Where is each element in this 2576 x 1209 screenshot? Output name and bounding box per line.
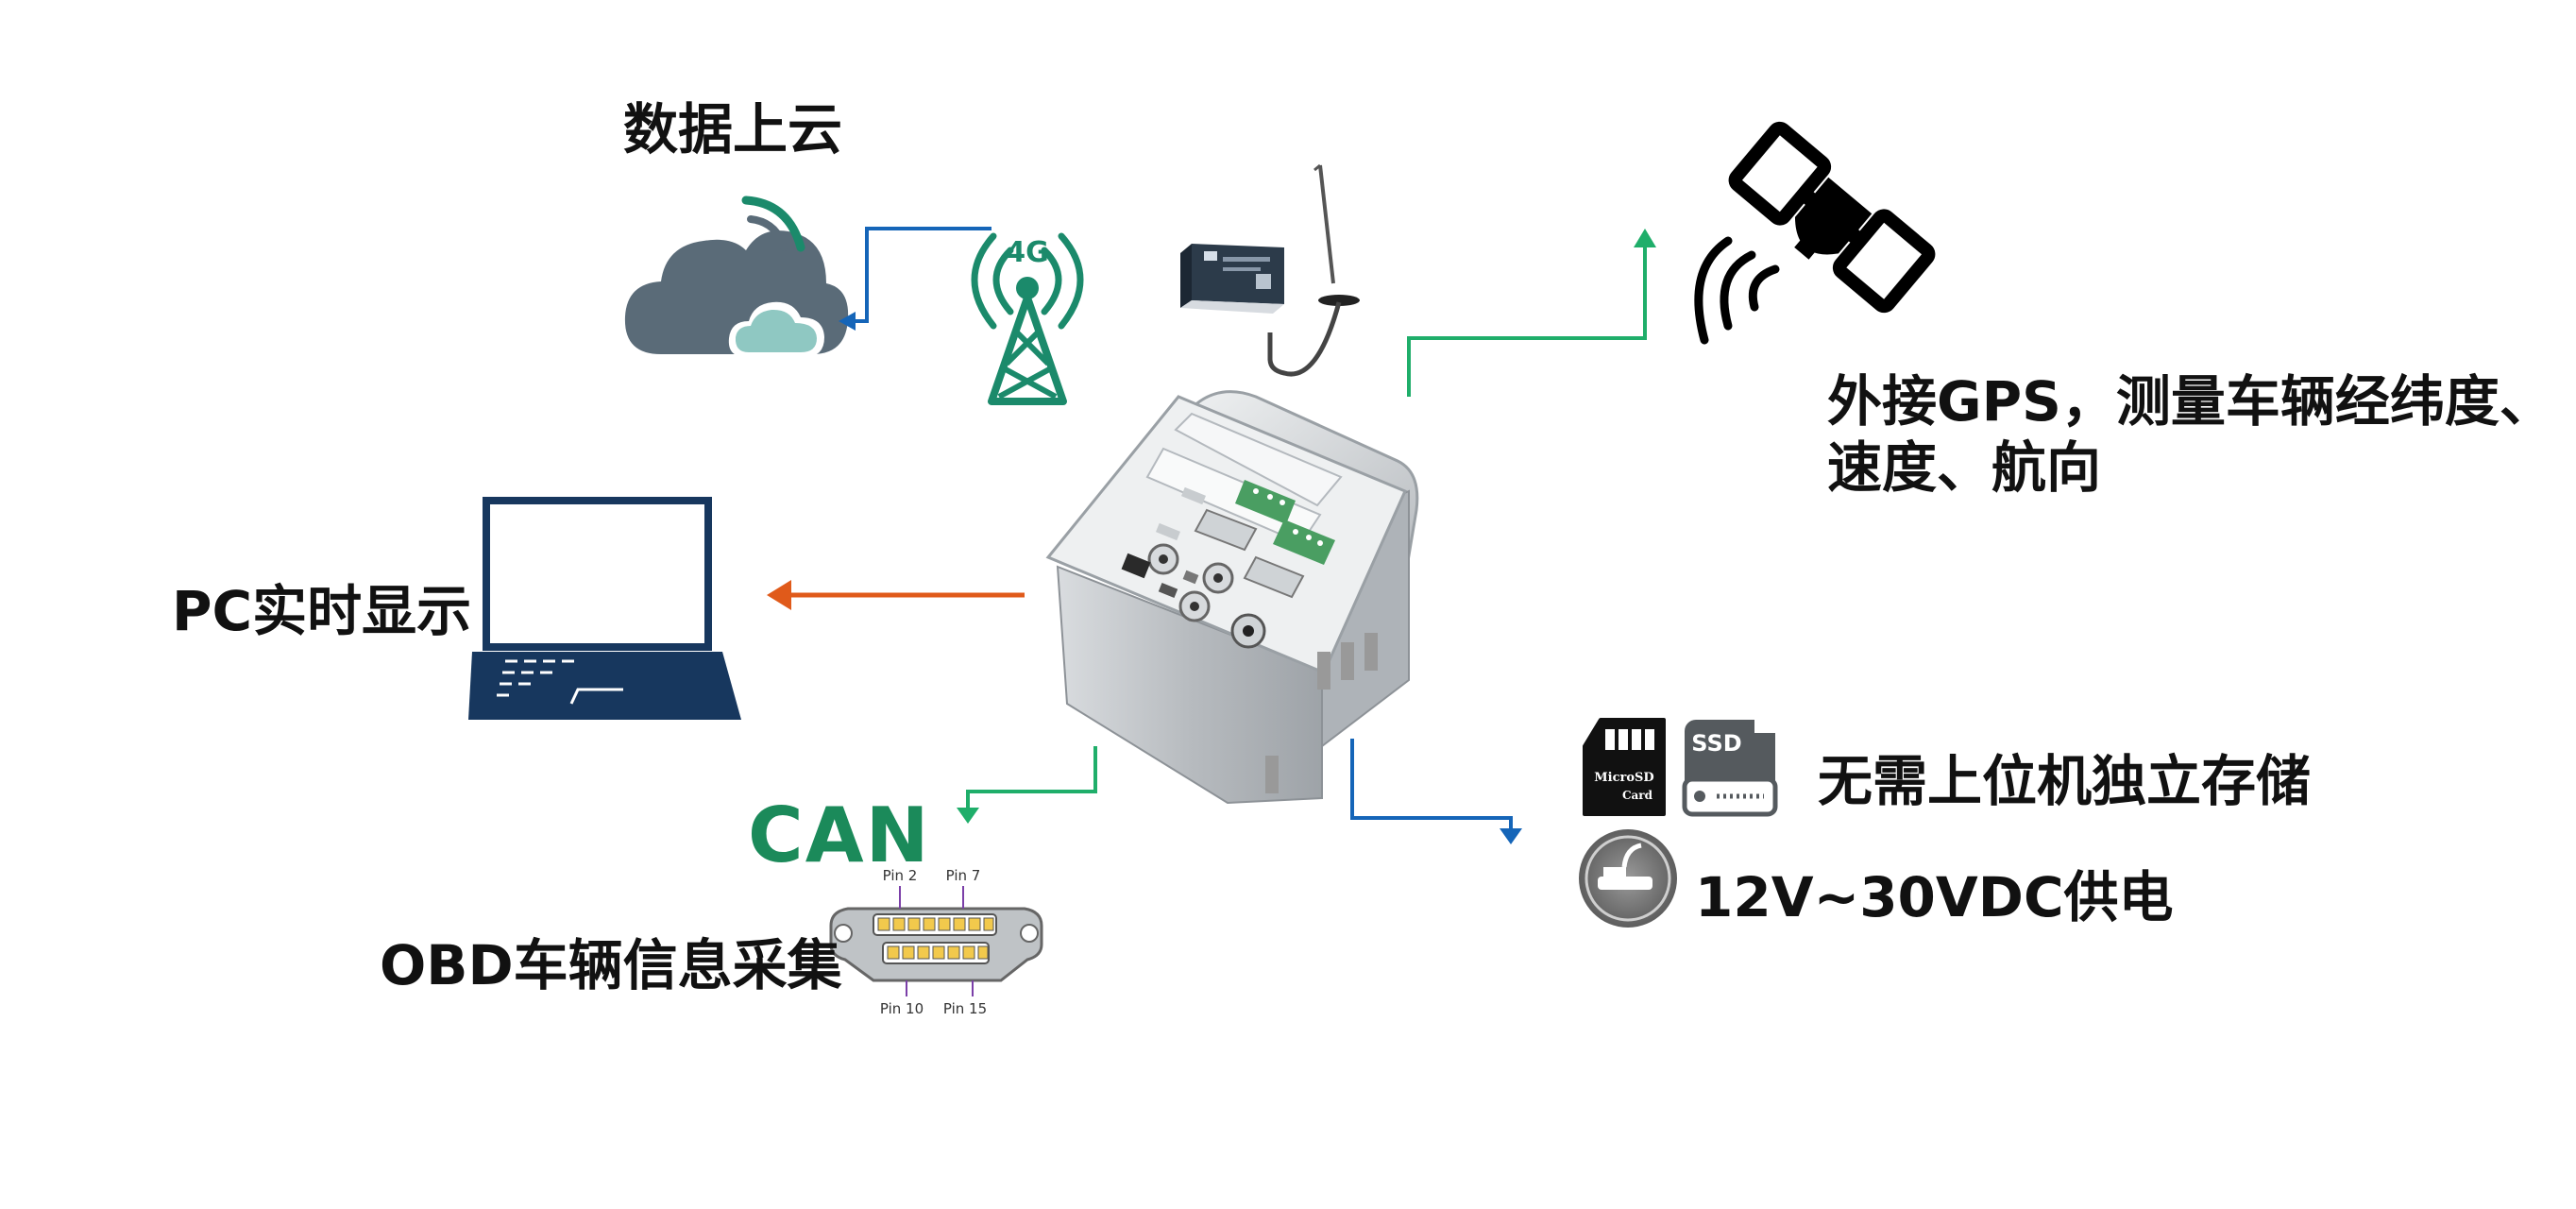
pc-label: PC实时显示 <box>172 579 472 643</box>
arrow-to-satellite <box>1407 229 1656 397</box>
obd-connector-icon: Pin 2 Pin 7 Pin 10 Pin 15 <box>822 867 1043 1017</box>
power-plug-icon <box>1579 829 1677 928</box>
obd-label: OBD车辆信息采集 <box>380 933 842 997</box>
storage-label: 无需上位机独立存储 <box>1818 749 2312 813</box>
pin-7-label: Pin 7 <box>946 867 981 884</box>
laptop-icon <box>468 497 741 720</box>
microsd-text: MicroSD <box>1594 771 1653 785</box>
ssd-icon: SSD <box>1682 720 1778 817</box>
arrow-to-can <box>957 746 1097 824</box>
gps-label-line1: 外接GPS，测量车辆经纬度、 <box>1827 369 2554 434</box>
arrow-to-storage <box>1350 739 1522 844</box>
microsd-card-icon: MicroSD Card <box>1583 718 1666 816</box>
can-label: CAN <box>748 792 931 879</box>
module-4g-device <box>1180 163 1360 377</box>
gps-label-line2: 速度、航向 <box>1827 435 2102 500</box>
data-logger-device <box>1045 390 1419 805</box>
arrow-to-cloud <box>839 227 991 331</box>
arrow-to-pc <box>767 580 1025 610</box>
power-label: 12V~30VDC供电 <box>1695 865 2174 929</box>
cloud-icon <box>624 196 849 357</box>
tower-4g-icon <box>971 232 1084 405</box>
pin-2-label: Pin 2 <box>883 867 918 884</box>
pin-10-label: Pin 10 <box>880 1000 924 1017</box>
pin-15-label: Pin 15 <box>943 1000 987 1017</box>
satellite-icon <box>1728 121 1936 314</box>
cloud-label: 数据上云 <box>623 97 843 162</box>
card-text: Card <box>1622 789 1653 802</box>
satellite-signal-icon <box>1694 236 1780 345</box>
ssd-text: SSD <box>1691 730 1741 757</box>
tower-4g-label: 4G <box>1006 236 1049 269</box>
